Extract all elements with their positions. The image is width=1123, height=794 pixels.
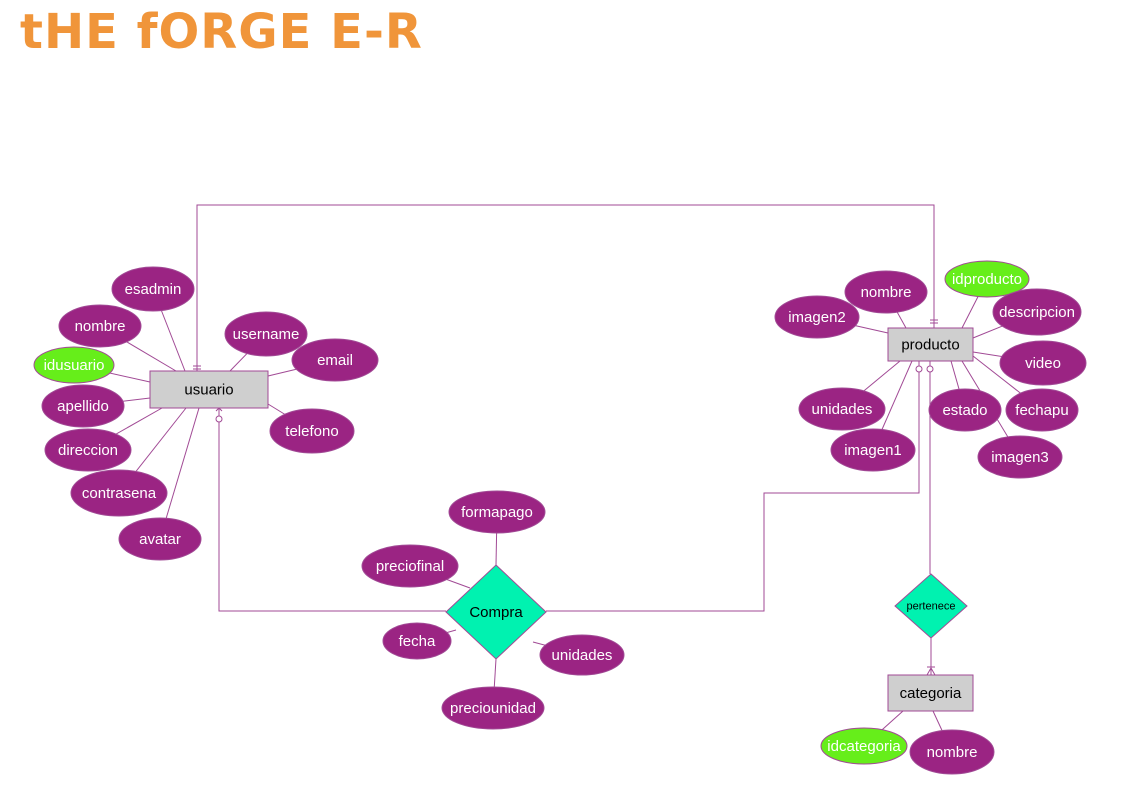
attribute-label: username — [233, 326, 300, 343]
attribute-u-apellido[interactable]: apellido — [41, 384, 125, 428]
attribute-u-email[interactable]: email — [291, 338, 379, 382]
attribute-p-imagen3[interactable]: imagen3 — [977, 435, 1063, 479]
entity-usuario[interactable]: usuario — [149, 370, 269, 409]
attribute-c-fecha[interactable]: fecha — [382, 622, 452, 660]
attribute-c-formapago[interactable]: formapago — [448, 490, 546, 534]
cardinality-many-categoria — [926, 666, 936, 676]
diagram-title: tHE fORGE E-R — [20, 4, 423, 60]
attribute-p-estado[interactable]: estado — [928, 388, 1002, 432]
cardinality-zero-producto-pertenece — [926, 365, 934, 373]
attribute-label: imagen2 — [788, 309, 846, 326]
entity-categoria[interactable]: categoria — [887, 674, 974, 712]
attribute-p-unidades[interactable]: unidades — [798, 387, 886, 431]
attribute-label: fechapu — [1015, 402, 1068, 419]
attribute-label: telefono — [285, 423, 338, 440]
attribute-p-imagen1[interactable]: imagen1 — [830, 428, 916, 472]
entity-label: producto — [901, 337, 959, 354]
entity-label: usuario — [184, 382, 233, 399]
attribute-c-preciofinal[interactable]: preciofinal — [361, 544, 459, 588]
attribute-p-nombre[interactable]: nombre — [844, 270, 928, 314]
attribute-label: idproducto — [952, 271, 1022, 288]
relationship-label: pertenece — [907, 601, 956, 613]
attribute-u-nombre[interactable]: nombre — [58, 304, 142, 348]
attribute-p-imagen2[interactable]: imagen2 — [774, 295, 860, 339]
attribute-label: esadmin — [125, 281, 182, 298]
attribute-label: estado — [942, 402, 987, 419]
attribute-p-fechapu[interactable]: fechapu — [1005, 388, 1079, 432]
entity-producto[interactable]: producto — [887, 327, 974, 362]
attribute-label: formapago — [461, 504, 533, 521]
attribute-label: idcategoria — [827, 738, 901, 755]
cardinality-zero-producto-compra — [915, 365, 923, 373]
attribute-u-idusuario-key[interactable]: idusuario — [33, 346, 115, 384]
attribute-label: preciounidad — [450, 700, 536, 717]
attribute-p-descripcion[interactable]: descripcion — [992, 288, 1082, 336]
attribute-label: preciofinal — [376, 558, 444, 575]
attribute-label: fecha — [399, 633, 436, 650]
diagram-shapes: usuario producto categoria Compra pertenece e… — [33, 260, 1087, 775]
attribute-label: idusuario — [44, 357, 105, 374]
attribute-label: apellido — [57, 398, 109, 415]
attribute-u-username[interactable]: username — [224, 311, 308, 357]
attribute-c-preciounidad[interactable]: preciounidad — [441, 686, 545, 730]
attribute-label: nombre — [861, 284, 912, 301]
attribute-label: video — [1025, 355, 1061, 372]
attribute-u-direccion[interactable]: direccion — [44, 428, 132, 472]
relationship-link-usuario-compra — [218, 408, 446, 612]
relationship-link-producto-compra — [546, 361, 920, 612]
attribute-label: email — [317, 352, 353, 369]
attribute-label: nombre — [927, 744, 978, 761]
attribute-u-esadmin[interactable]: esadmin — [111, 266, 195, 312]
attribute-label: nombre — [75, 318, 126, 335]
attribute-label: unidades — [552, 647, 613, 664]
entity-label: categoria — [900, 685, 962, 702]
attribute-u-avatar[interactable]: avatar — [118, 517, 202, 561]
relationship-label: Compra — [469, 604, 523, 621]
attribute-k-nombre[interactable]: nombre — [909, 729, 995, 775]
attribute-u-telefono[interactable]: telefono — [269, 408, 355, 454]
attribute-label: imagen3 — [991, 449, 1049, 466]
attribute-label: imagen1 — [844, 442, 902, 459]
attribute-label: contrasena — [82, 485, 157, 502]
attribute-label: direccion — [58, 442, 118, 459]
relationship-pertenece[interactable]: pertenece — [894, 573, 968, 639]
attribute-label: avatar — [139, 531, 181, 548]
attribute-c-unidades[interactable]: unidades — [539, 634, 625, 676]
attribute-label: descripcion — [999, 304, 1075, 321]
relationship-compra[interactable]: Compra — [445, 564, 547, 660]
attribute-k-idcategoria-key[interactable]: idcategoria — [820, 727, 908, 765]
cardinality-one-usuario — [193, 365, 201, 370]
attribute-label: unidades — [812, 401, 873, 418]
cardinality-one-producto — [930, 319, 938, 324]
attribute-p-idproducto-key[interactable]: idproducto — [944, 260, 1030, 298]
attribute-p-video[interactable]: video — [999, 340, 1087, 386]
attribute-u-contrasena[interactable]: contrasena — [70, 469, 168, 517]
relationship-link-usuario-producto — [196, 204, 935, 371]
attribute-connector — [159, 407, 200, 540]
